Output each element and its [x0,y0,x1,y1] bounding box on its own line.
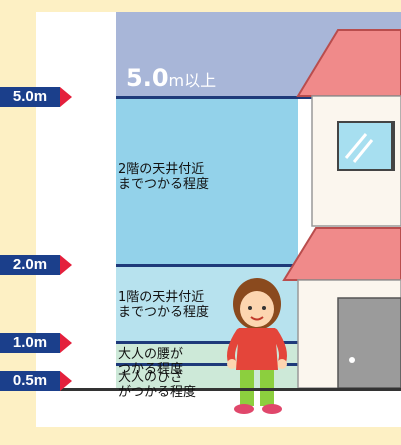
desc-knee-line1: 大人のひざ [118,370,184,385]
desc-second-floor: 2階の天井付近 までつかる程度 [118,162,209,192]
ground-line [36,388,401,391]
door-knob [349,357,355,363]
marker-1m-arrow [60,333,72,353]
marker-1m: 1.0m [0,333,72,353]
marker-2m-label: 2.0m [0,255,60,275]
upper-roof [296,29,401,97]
marker-5m: 5.0m [0,87,72,107]
level-line-2m [116,264,298,267]
level-line-1m [116,341,298,344]
lower-roof [282,227,401,281]
desc-waist: 大人の腰が つかる程度 [118,347,183,377]
desc-knee-line2: がつかる程度 [118,385,197,400]
desc-waist-line1: 大人の腰が [118,347,184,362]
level-line-5m [116,96,401,99]
person-illustration [227,278,287,414]
top-level-value: 5.0 [126,64,169,92]
marker-5m-label: 5.0m [0,87,60,107]
desc-first-floor-line1: 1階の天井付近 [118,290,205,305]
diagram-panel: 5.0m以上 2階の天井付近 までつかる程度 1階の天井付近 までつかる程度 大… [36,12,401,427]
desc-second-floor-line2: までつかる程度 [118,177,210,192]
marker-2m-arrow [60,255,72,275]
marker-1m-label: 1.0m [0,333,60,353]
marker-0.5m-arrow [60,371,72,391]
desc-waist-line2: つかる程度 [118,362,184,377]
top-level-unit: m以上 [168,71,217,90]
top-level-label: 5.0m以上 [126,64,216,92]
desc-knee: 大人のひざ がつかる程度 [118,370,196,400]
desc-second-floor-line1: 2階の天井付近 [118,162,205,177]
marker-5m-arrow [60,87,72,107]
band-2m-to-5m [116,98,298,266]
marker-2m: 2.0m [0,255,72,275]
level-line-0.5m [116,363,298,366]
door [337,297,401,389]
marker-0.5m-label: 0.5m [0,371,60,391]
house-illustration [227,29,401,414]
desc-first-floor-line2: までつかる程度 [118,305,210,320]
marker-0.5m: 0.5m [0,371,72,391]
desc-first-floor: 1階の天井付近 までつかる程度 [118,290,209,320]
